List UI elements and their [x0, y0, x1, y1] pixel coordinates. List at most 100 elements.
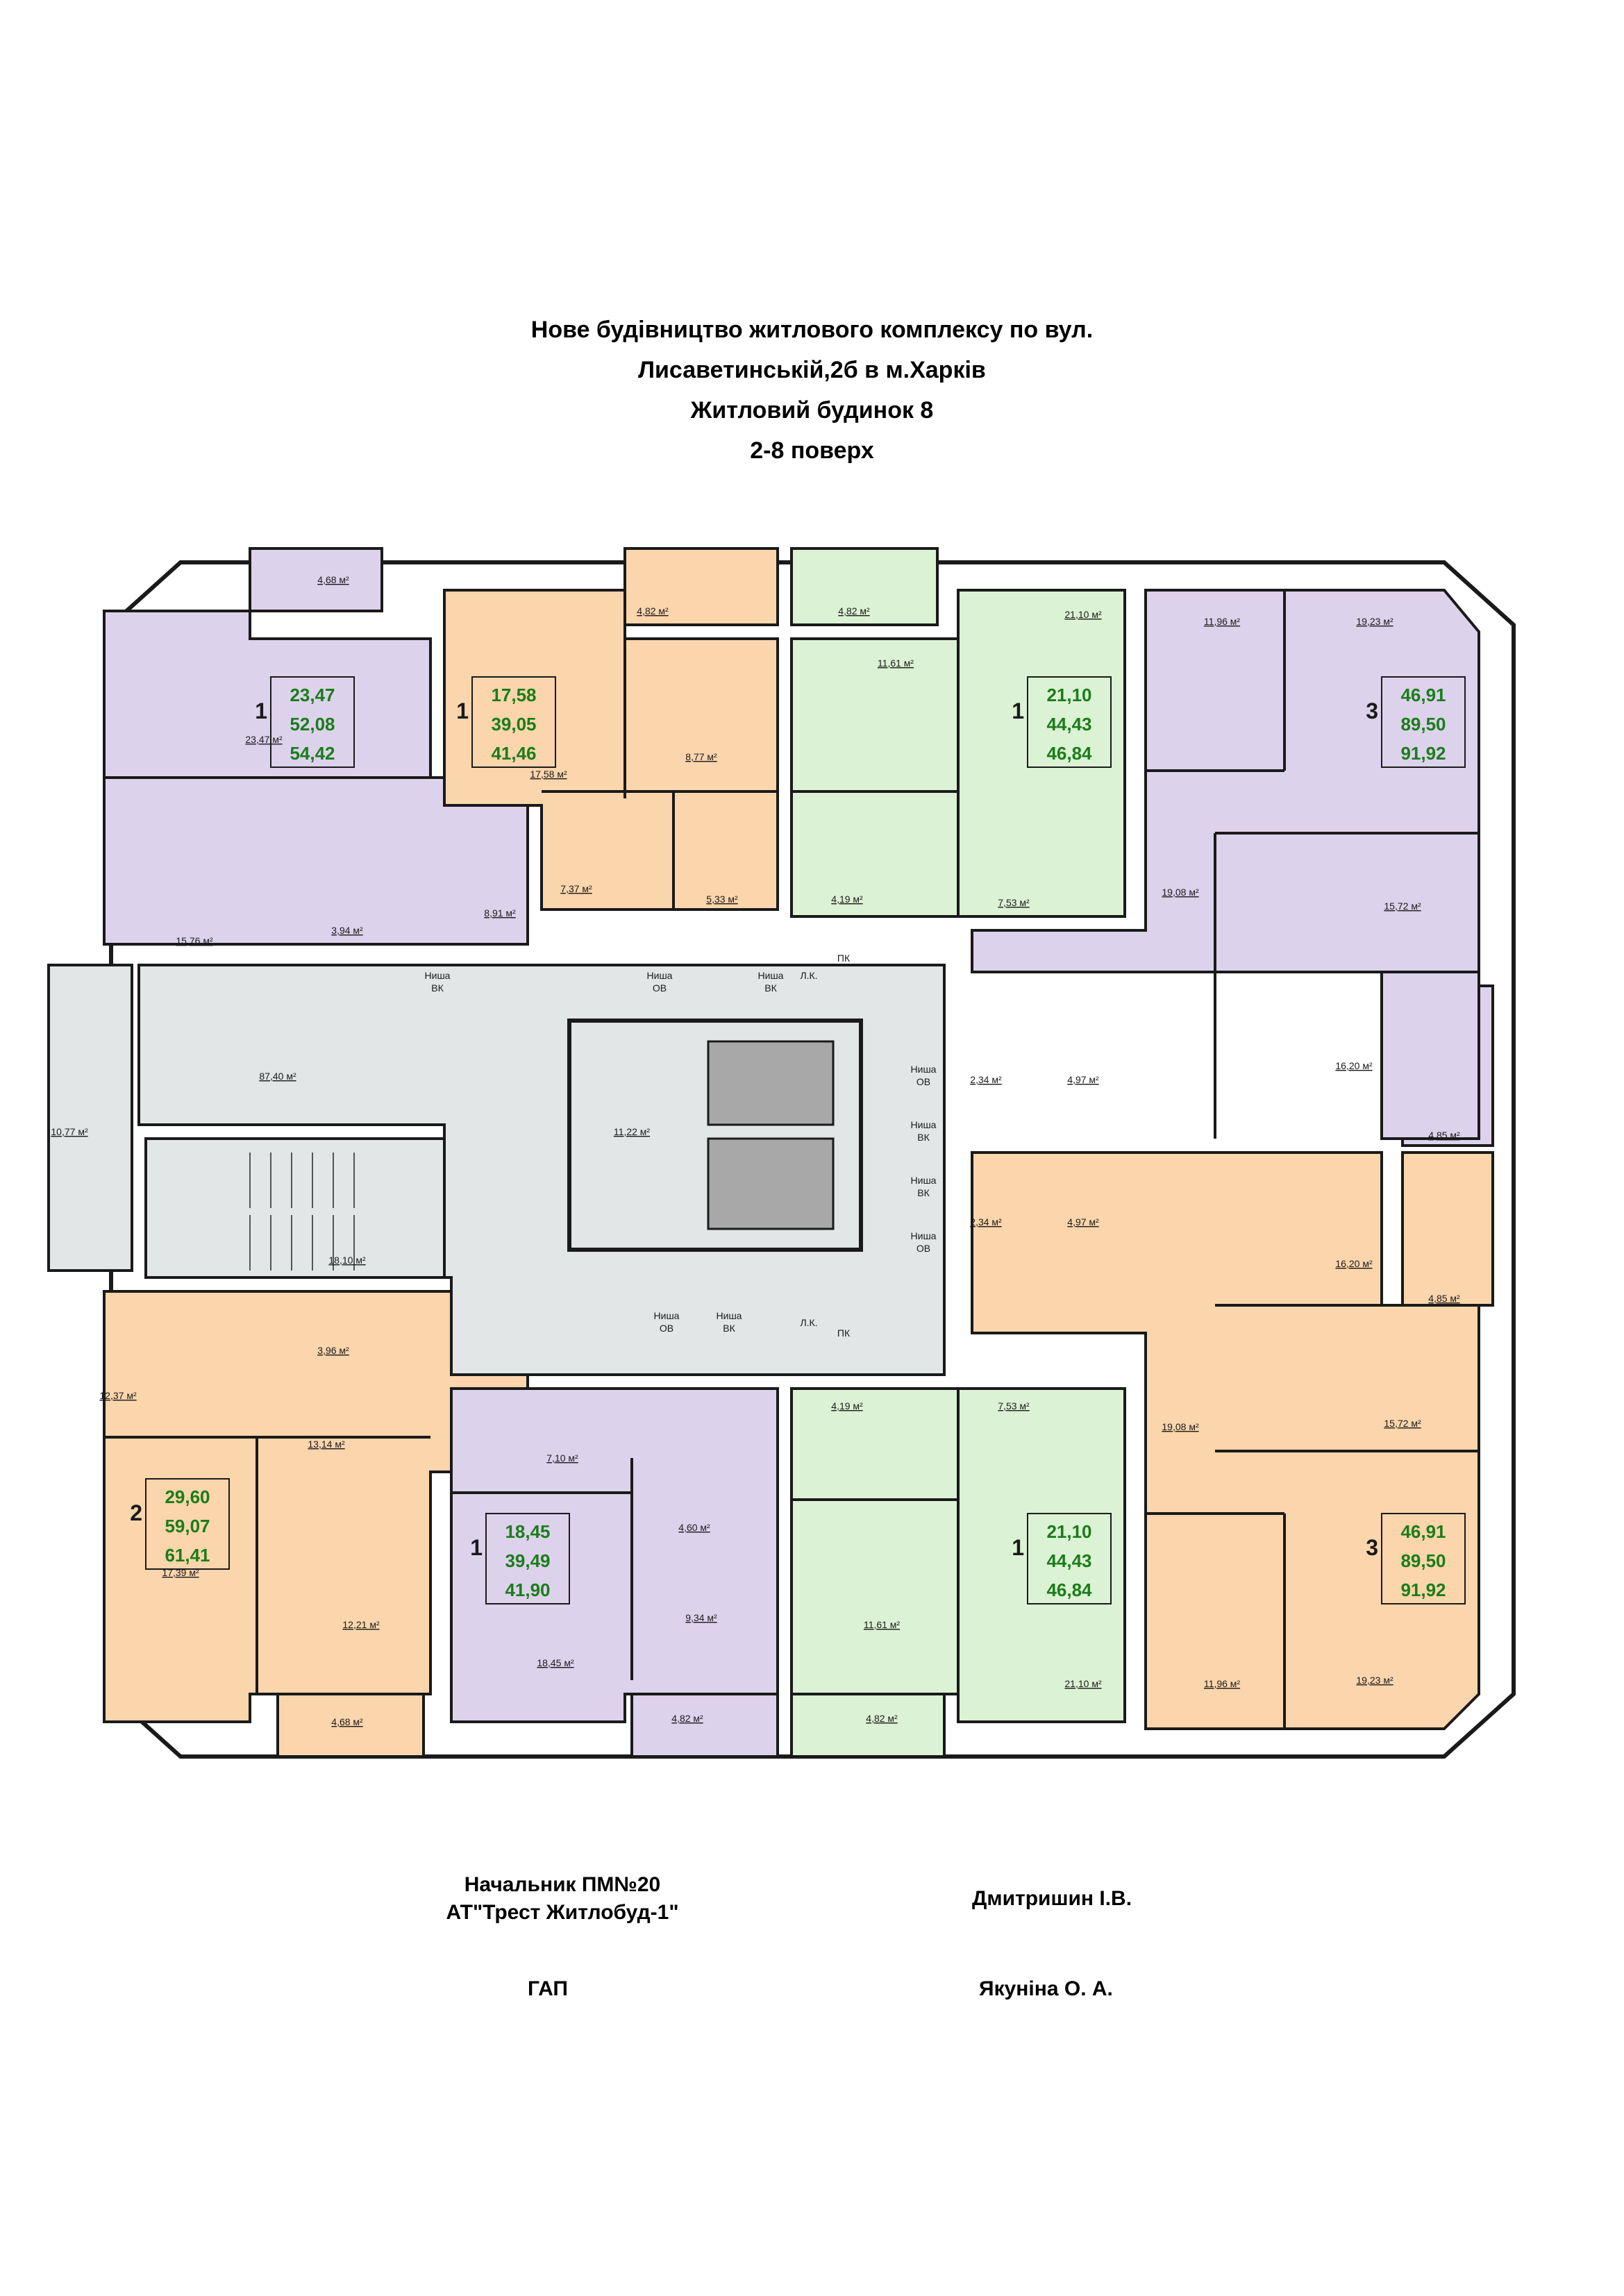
apartment-area-value: 21,10 — [1046, 685, 1091, 705]
room-area-label: 19,23 м² — [1356, 1675, 1393, 1686]
room-area-label: 11,61 м² — [864, 1619, 901, 1630]
room-area-label: 10,77 м² — [51, 1126, 88, 1137]
room-area-label: 87,40 м² — [259, 1071, 296, 1082]
room-area-label: 4,82 м² — [838, 605, 870, 617]
room-area-label: 4,82 м² — [866, 1713, 898, 1724]
room-area-label: 2,34 м² — [970, 1216, 1002, 1227]
niche-label: Ниша — [758, 970, 784, 981]
room-area-label: 5,33 м² — [706, 894, 738, 905]
apartment-area-value: 41,90 — [505, 1579, 550, 1600]
apartment-area-box — [1027, 676, 1112, 768]
room-area-label: 21,10 м² — [1064, 609, 1102, 620]
room-area-label: 19,08 м² — [1162, 1421, 1199, 1432]
marker-label: Л.К. — [800, 970, 817, 981]
apartment-area-value: 91,92 — [1400, 1579, 1446, 1600]
apartment-area-box — [145, 1478, 230, 1570]
room-area-label: 4,19 м² — [831, 894, 863, 905]
marker-label: ПК — [837, 1327, 851, 1339]
signature-role-1-line-2: АТ"Трест Житлобуд-1" — [446, 1901, 679, 1924]
niche-label: ВК — [764, 982, 777, 994]
apartment-zone-n1 — [443, 589, 779, 911]
apartment-area-value: 52,08 — [290, 714, 335, 735]
apartment-area-value: 46,91 — [1400, 685, 1446, 705]
apartment-area-value: 21,10 — [1046, 1521, 1091, 1542]
signature-name-2: Якуніна О. А. — [979, 1977, 1113, 2000]
apartment-area-value: 18,45 — [505, 1521, 550, 1542]
room-area-label: 4,85 м² — [1428, 1130, 1460, 1141]
room-area-label: 4,60 м² — [678, 1522, 710, 1533]
room-area-label: 8,91 м² — [484, 907, 516, 919]
niche-label: ОВ — [660, 1323, 673, 1334]
room-area-label: 11,61 м² — [878, 657, 914, 669]
room-area-label: 15,72 м² — [1384, 1418, 1421, 1429]
apartment-area-value: 44,43 — [1046, 1550, 1091, 1571]
apartment-area-value: 59,07 — [165, 1516, 210, 1536]
apartment-labels: 123,4752,0854,42117,5839,0541,46121,1044… — [130, 676, 1466, 1604]
niche-label: ВК — [917, 1187, 930, 1198]
apartment-area-value: 23,47 — [290, 685, 335, 705]
elevator-shaft-2 — [707, 1137, 835, 1230]
room-area-label: 4,85 м² — [1428, 1293, 1460, 1304]
room-area-label: 11,96 м² — [1204, 1678, 1241, 1689]
room-area-label: 21,10 м² — [1064, 1678, 1102, 1689]
marker-label: Л.К. — [800, 1317, 817, 1328]
room-area-label: 3,94 м² — [331, 925, 363, 936]
room-area-label: 17,39 м² — [162, 1567, 199, 1578]
niche-label: Ниша — [911, 1119, 937, 1130]
niche-label: ВК — [917, 1132, 930, 1143]
elevator-shaft-1 — [707, 1040, 835, 1126]
room-area-label: 19,23 м² — [1356, 616, 1393, 627]
room-area-label: 8,77 м² — [685, 751, 717, 762]
niche-label: Ниша — [911, 1175, 937, 1186]
apartment-area-value: 39,05 — [491, 714, 536, 735]
room-area-label: 7,53 м² — [998, 1400, 1030, 1411]
room-area-label: 15,72 м² — [1384, 900, 1421, 912]
room-area-label: 2,34 м² — [970, 1074, 1002, 1085]
balcony-n1 — [623, 547, 779, 626]
room-area-label: 4,19 м² — [831, 1400, 863, 1411]
marker-labels: Л.К. ПК Л.К. ПК — [800, 953, 851, 1339]
apartment-area-value: 39,49 — [505, 1550, 550, 1571]
room-area-label: 16,20 м² — [1335, 1258, 1373, 1269]
apartment-area-box — [1027, 1513, 1112, 1604]
apartment-area-box — [485, 1513, 570, 1604]
room-area-label: 18,45 м² — [537, 1657, 574, 1668]
apartment-area-box — [1381, 1513, 1466, 1604]
room-area-label: 13,14 м² — [308, 1439, 345, 1450]
niche-label: Ниша — [717, 1310, 742, 1321]
room-area-label: 4,68 м² — [317, 574, 349, 585]
niche-label: ВК — [431, 982, 444, 994]
title-line-2: Лисаветинській,2б в м.Харків — [638, 357, 986, 383]
room-area-label: 4,68 м² — [331, 1716, 363, 1727]
marker-label: ПК — [837, 953, 851, 964]
title-line-1: Нове будівництво житлового комплексу по … — [530, 317, 1094, 343]
apartment-zone-s1 — [450, 1387, 779, 1723]
apartment-area-value: 29,60 — [165, 1486, 210, 1507]
niche-label: Ниша — [654, 1310, 680, 1321]
apartment-zone-e — [971, 1151, 1480, 1730]
room-area-label: 7,10 м² — [546, 1452, 578, 1464]
apartment-area-value: 54,42 — [290, 743, 335, 764]
room-area-label: 12,37 м² — [99, 1390, 137, 1401]
signature-role-2: ГАП — [528, 1977, 568, 2000]
apartment-room-count: 3 — [1366, 698, 1378, 723]
room-area-label: 3,96 м² — [317, 1345, 349, 1356]
apartment-zone-ne — [971, 589, 1480, 1140]
niche-label: Ниша — [911, 1230, 937, 1241]
niche-label: Ниша — [647, 970, 673, 981]
niche-label: ОВ — [916, 1076, 930, 1087]
apartment-room-count: 1 — [1012, 698, 1024, 723]
apartment-area-value: 41,46 — [491, 743, 536, 764]
room-area-label: 4,97 м² — [1067, 1216, 1099, 1227]
balcony-e2 — [1401, 1151, 1494, 1307]
apartment-area-value: 91,92 — [1400, 743, 1446, 764]
signature-role-1-line-1: Начальник ПМ№20 — [464, 1873, 661, 1896]
title-line-3: Житловий будинок 8 — [690, 397, 934, 424]
room-area-label: 4,82 м² — [637, 605, 669, 617]
apartment-area-value: 17,58 — [491, 685, 536, 705]
partitions — [104, 590, 1479, 1729]
